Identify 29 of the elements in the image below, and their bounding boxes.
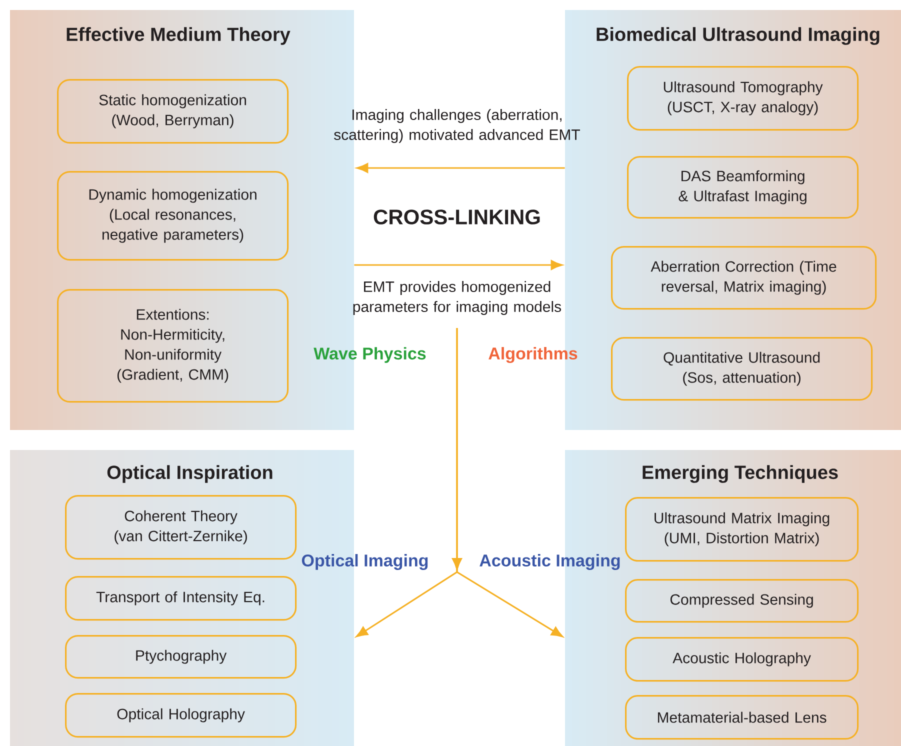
rounded-box: Ultrasound Tomography (USCT, X-ray analogy) <box>627 66 859 131</box>
rounded-box: Metamaterial-based Lens <box>625 695 859 740</box>
rounded-box: DAS Beamforming & Ultrafast Imaging <box>627 156 859 219</box>
rounded-box: Compressed Sensing <box>625 579 859 623</box>
arrow <box>356 163 565 173</box>
arrow <box>452 328 563 638</box>
heading: Optical Imaging <box>302 554 428 570</box>
node-label: Optical Inspiration <box>107 465 272 483</box>
rounded-box: Acoustic Holography <box>625 637 859 682</box>
edge-label: EMT provides homogenized parameters for imaging models <box>353 281 562 315</box>
heading: Acoustic Imaging <box>480 554 620 570</box>
heading: Wave Physics <box>314 347 426 363</box>
heading: Algorithms <box>488 347 578 363</box>
rounded-box: Dynamic homogenization (Local resonances, negative parameters) <box>57 171 289 261</box>
rounded-box: Optical Holography <box>65 693 297 738</box>
rounded-box: Quantitative Ultrasound (Sos, attenuation) <box>611 337 873 401</box>
rounded-box: Aberration Correction (Time reversal, Matrix imaging) <box>611 246 877 310</box>
rounded-box: Static homogenization (Wood, Berryman) <box>57 79 289 144</box>
rounded-box: Ultrasound Matrix Imaging (UMI, Distortion Matrix) <box>625 497 859 562</box>
edge-label: Imaging challenges (aberration, scattering) motivated advanced EMT <box>334 109 580 143</box>
arrow <box>354 260 562 270</box>
node-label: Effective Medium Theory <box>66 27 290 45</box>
node-label: Emerging Techniques <box>642 465 838 483</box>
rounded-box: Extentions: Non-Hermiticity, Non-uniformity (Gradient, CMM) <box>57 289 289 403</box>
rounded-box: Transport of Intensity Eq. <box>65 576 297 621</box>
heading: CROSS-LINKING <box>374 210 540 224</box>
rounded-box: Coherent Theory (van Cittert-Zernike) <box>65 495 297 560</box>
node-label: Biomedical Ultrasound Imaging <box>596 27 880 45</box>
rounded-box: Ptychography <box>65 635 297 679</box>
